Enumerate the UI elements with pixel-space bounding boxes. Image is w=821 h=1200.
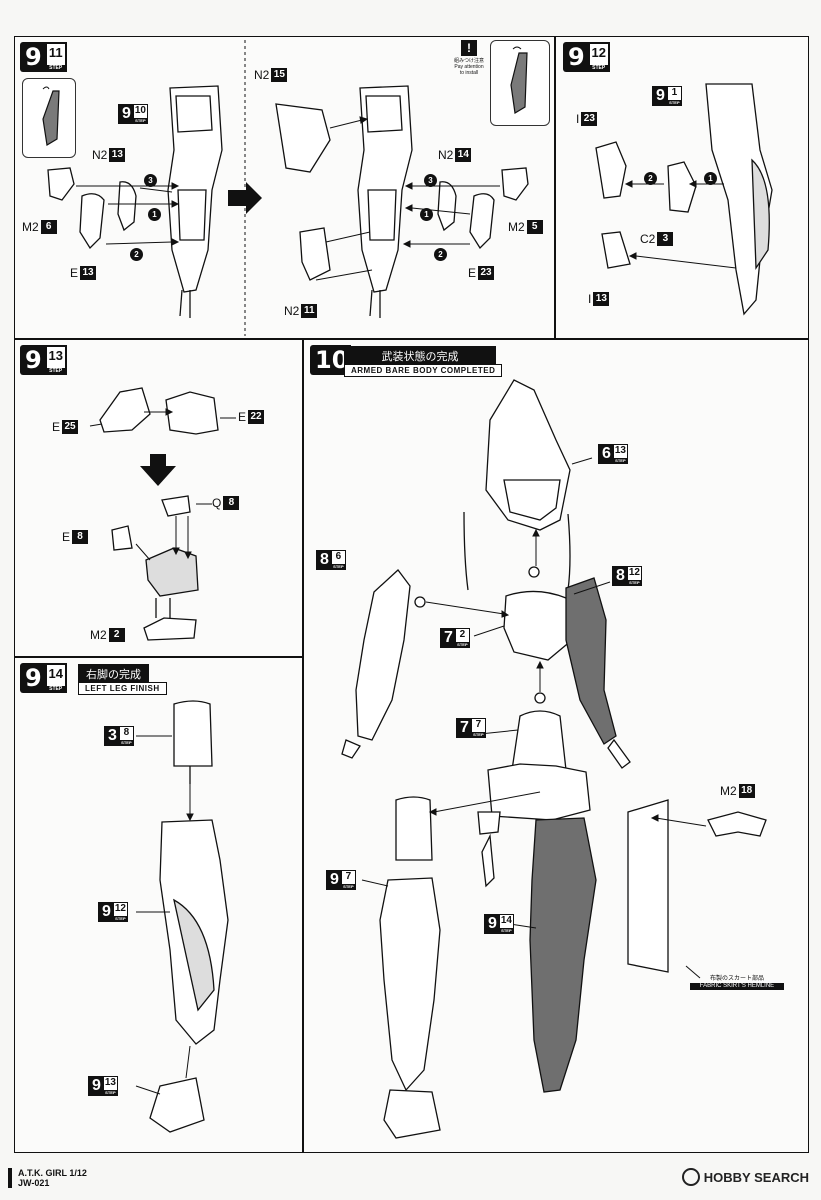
product-footer: A.T.K. GIRL 1/12 JW-021	[18, 1168, 87, 1188]
detail-inset-left	[22, 78, 76, 158]
warning-icon: !	[461, 40, 477, 56]
inset-part-drawing-2	[510, 46, 528, 114]
order-marker: 3	[144, 174, 157, 187]
order-marker: 2	[434, 248, 447, 261]
page-marker-bar	[8, 1168, 12, 1188]
step-title-jp: 武装状態の完成	[344, 346, 496, 366]
step-9-13-panel	[14, 339, 303, 657]
detail-inset-right	[490, 40, 550, 126]
order-marker: 1	[704, 172, 717, 185]
step-9-14-panel	[14, 657, 303, 1153]
inset-part-drawing	[42, 86, 60, 146]
down-arrow	[140, 454, 176, 486]
step-9-11-panel	[14, 36, 555, 339]
step-title-en: LEFT LEG FINISH	[78, 682, 167, 695]
order-marker: 1	[420, 208, 433, 221]
fabric-skirt-note: 布製のスカート部品 FABRIC SKIRT'S HEMLINE	[690, 976, 784, 990]
order-marker: 2	[644, 172, 657, 185]
watermark: HOBBY SEARCH	[681, 1168, 809, 1186]
warning-notice: ! 組みつけ注意 Pay attention to install	[453, 40, 484, 76]
order-marker: 1	[148, 208, 161, 221]
order-marker: 3	[424, 174, 437, 187]
big-right-arrow	[228, 182, 262, 214]
hobby-search-logo-icon	[681, 1168, 700, 1186]
step-title-en: ARMED BARE BODY COMPLETED	[344, 364, 503, 377]
order-marker: 2	[130, 248, 143, 261]
step-title-jp: 右脚の完成	[78, 664, 149, 684]
